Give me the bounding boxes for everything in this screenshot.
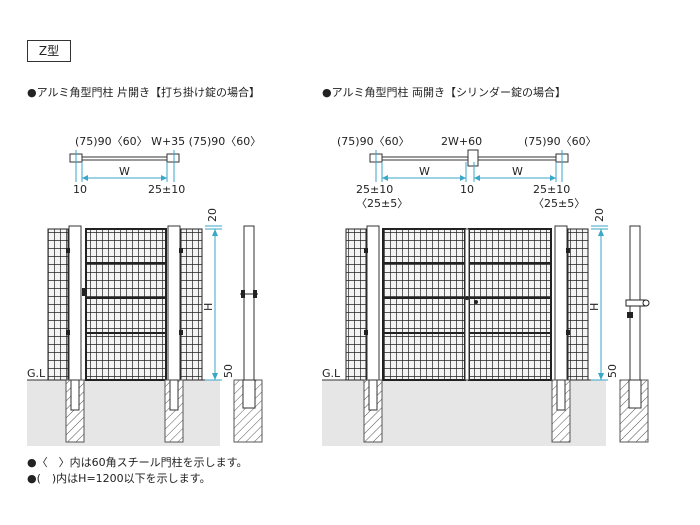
right-plan-view: (75)90〈60〉 2W+60 (75)90〈60〉 W W 25±10 〈2… — [337, 135, 597, 210]
right-mid-10: 10 — [460, 183, 474, 196]
type-badge: Z型 — [27, 40, 71, 62]
right-top-left: (75)90〈60〉 — [337, 135, 410, 148]
left-top-dims: (75)90〈60〉 W+35 (75)90〈60〉 — [75, 135, 261, 148]
right-tol-right-sub: 〈25±5〉 — [533, 197, 585, 210]
right-tol-left: 25±10 — [356, 183, 393, 196]
left-tol-label: 25±10 — [148, 183, 185, 196]
left-plan-view: (75)90〈60〉 W+35 (75)90〈60〉 W 10 25±10 — [69, 135, 261, 196]
left-h20-label: 20 — [206, 208, 219, 222]
right-gl-label: G.L — [322, 367, 341, 380]
right-w1-label: W — [419, 165, 430, 178]
right-tol-left-sub: 〈25±5〉 — [356, 197, 408, 210]
right-top-right: (75)90〈60〉 — [524, 135, 597, 148]
right-elevation: 20 H 50 G.L — [322, 208, 650, 446]
right-top-mid: 2W+60 — [441, 135, 482, 148]
right-h50-label: 50 — [606, 364, 619, 378]
right-w2-label: W — [512, 165, 523, 178]
left-elevation: 20 H 50 G.L — [27, 208, 263, 446]
note-60-steel: ●〈 〉内は60角スチール門柱を示します。 — [27, 456, 248, 469]
right-title: ●アルミ角型門柱 両開き【シリンダー錠の場合】 — [322, 86, 566, 99]
right-h20-label: 20 — [593, 208, 606, 222]
left-h50-label: 50 — [222, 364, 235, 378]
note-h1200: ●( )内はH=1200以下を示します。 — [27, 472, 211, 485]
right-h-label: H — [588, 303, 601, 311]
left-w-label: W — [119, 165, 130, 178]
left-title: ●アルミ角型門柱 片開き【打ち掛け錠の場合】 — [27, 86, 260, 99]
right-tol-right: 25±10 — [533, 183, 570, 196]
left-h-label: H — [202, 303, 215, 311]
left-gl-label: G.L — [27, 367, 46, 380]
left-10-label: 10 — [73, 183, 87, 196]
